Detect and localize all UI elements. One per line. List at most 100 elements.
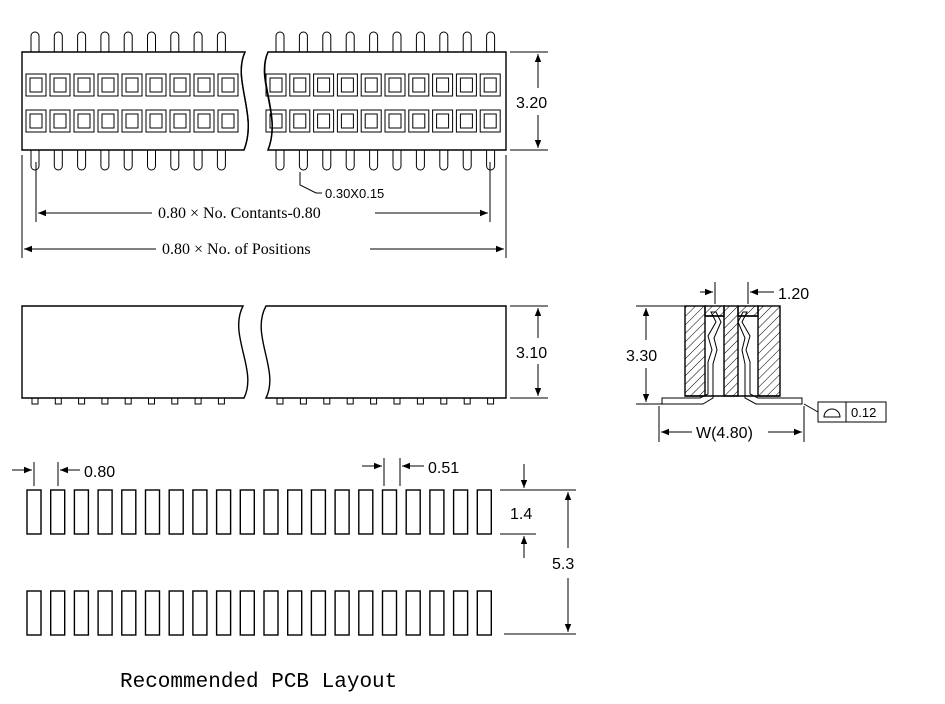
contact-slot-inner: [293, 113, 307, 129]
pin-tail-top: [30, 31, 40, 52]
pcb-pads-upper-row: [26, 489, 492, 535]
solder-tail: [416, 397, 424, 405]
contacts-dimension-label: 0.80 × No. Contants-0.80: [158, 205, 321, 222]
contact-slot-inner: [364, 113, 378, 129]
side-view: 3.10: [21, 305, 548, 405]
solder-tail: [487, 397, 495, 405]
contact-slot-inner: [340, 77, 354, 93]
pcb-pad: [239, 590, 256, 636]
pin-tail-bottom: [486, 150, 496, 171]
housing-top-left: [704, 305, 725, 317]
contact-slot-inner: [293, 77, 307, 93]
contact-slot: [384, 73, 406, 97]
contact-slot-inner: [125, 77, 139, 93]
pad-length-dimension-14: 1.4: [510, 506, 532, 523]
housing-wall-right: [757, 305, 781, 397]
pcb-pad: [452, 489, 469, 535]
pcb-pad: [263, 489, 279, 535]
contact-slot-inner: [459, 113, 473, 129]
pin-tail-top: [415, 31, 425, 52]
pcb-pad: [73, 489, 90, 535]
contact-slot-inner: [221, 77, 235, 93]
top-pins-upper: [30, 31, 496, 52]
pcb-pad: [97, 590, 113, 636]
contact-spring-right: [737, 311, 803, 405]
pin-tail-bottom: [415, 150, 425, 171]
contact-slot-inner: [388, 77, 402, 93]
solder-tail: [276, 397, 284, 405]
pin-tail-top: [322, 31, 332, 52]
coplanarity-value-box: [845, 401, 887, 423]
contact-slot-inner: [436, 77, 450, 93]
contact-slot-inner: [197, 113, 211, 129]
pcb-pad: [121, 489, 137, 535]
contact-slot-inner: [173, 113, 187, 129]
cross-section-view: 3.30 1.20 W(4.80) 0.12: [626, 282, 887, 442]
pcb-layout-view: 0.80 0.51 1.4 5.3 Recommended PCB Layout: [12, 458, 576, 694]
solder-tail: [217, 397, 225, 405]
pad-width-dimension-051: 0.51: [428, 460, 459, 477]
pcb-pads-lower-row: [26, 590, 492, 636]
pin-tail-top: [193, 31, 203, 52]
pcb-pad: [263, 590, 279, 636]
pcb-pad: [334, 590, 350, 636]
contact-slot: [73, 109, 95, 133]
contact-slot: [265, 109, 287, 133]
solder-tail: [101, 397, 109, 405]
pin-tail-top: [147, 31, 156, 52]
pin-tail-top: [439, 31, 449, 52]
contact-slots: [25, 73, 501, 133]
contact-slot: [289, 109, 311, 133]
pin-tail-bottom: [170, 150, 180, 171]
coplanarity-symbol-box: [817, 401, 847, 423]
solder-tail: [171, 397, 179, 405]
pin-tail-bottom: [216, 150, 226, 171]
pcb-pad: [405, 590, 421, 636]
contact-slot: [169, 109, 191, 133]
pcb-pad: [26, 590, 42, 636]
solder-tail: [31, 397, 39, 405]
pcb-pad: [50, 489, 66, 535]
contact-slot: [432, 73, 454, 97]
pin-tail-top: [369, 31, 379, 52]
pcb-pad: [192, 590, 208, 636]
contact-slot-inner: [412, 113, 426, 129]
side-solder-tails: [31, 397, 495, 405]
solder-tail: [370, 397, 378, 405]
side-body-right: [260, 305, 507, 399]
contact-slot-inner: [77, 113, 91, 129]
contact-slot: [360, 73, 382, 97]
contact-slot: [408, 109, 430, 133]
contact-slot: [121, 109, 143, 133]
pcb-pad: [405, 489, 421, 535]
contact-slot: [145, 73, 167, 97]
pin-tail-bottom: [123, 150, 133, 171]
pin-tail-top: [100, 31, 110, 52]
pcb-pad: [452, 590, 469, 636]
contact-slot-inner: [269, 77, 283, 93]
contact-slot: [193, 109, 215, 133]
pcb-pad: [168, 590, 184, 636]
contact-slot: [145, 109, 167, 133]
pcb-pad: [192, 489, 208, 535]
housing-top-right: [737, 305, 759, 317]
contact-slot: [193, 73, 215, 97]
pin-tail-bottom: [30, 150, 40, 171]
contact-slot: [313, 73, 335, 97]
pin-tail-bottom: [77, 150, 87, 171]
pcb-pad: [144, 590, 161, 636]
positions-dimension-label: 0.80 × No. of Positions: [162, 241, 311, 258]
contact-slot: [217, 73, 239, 97]
pin-tail-bottom: [369, 150, 379, 171]
solder-tail: [393, 397, 401, 405]
pin-tail-bottom: [322, 150, 332, 171]
pin-tail-top: [486, 31, 496, 52]
contact-slot: [25, 73, 47, 97]
solder-tail: [323, 397, 331, 405]
pin-tail-top: [123, 31, 133, 52]
contact-slot: [265, 73, 287, 97]
side-body-left: [21, 305, 249, 399]
pin-tail-top: [462, 31, 472, 52]
pcb-pad: [168, 489, 184, 535]
solder-tail: [54, 397, 62, 405]
